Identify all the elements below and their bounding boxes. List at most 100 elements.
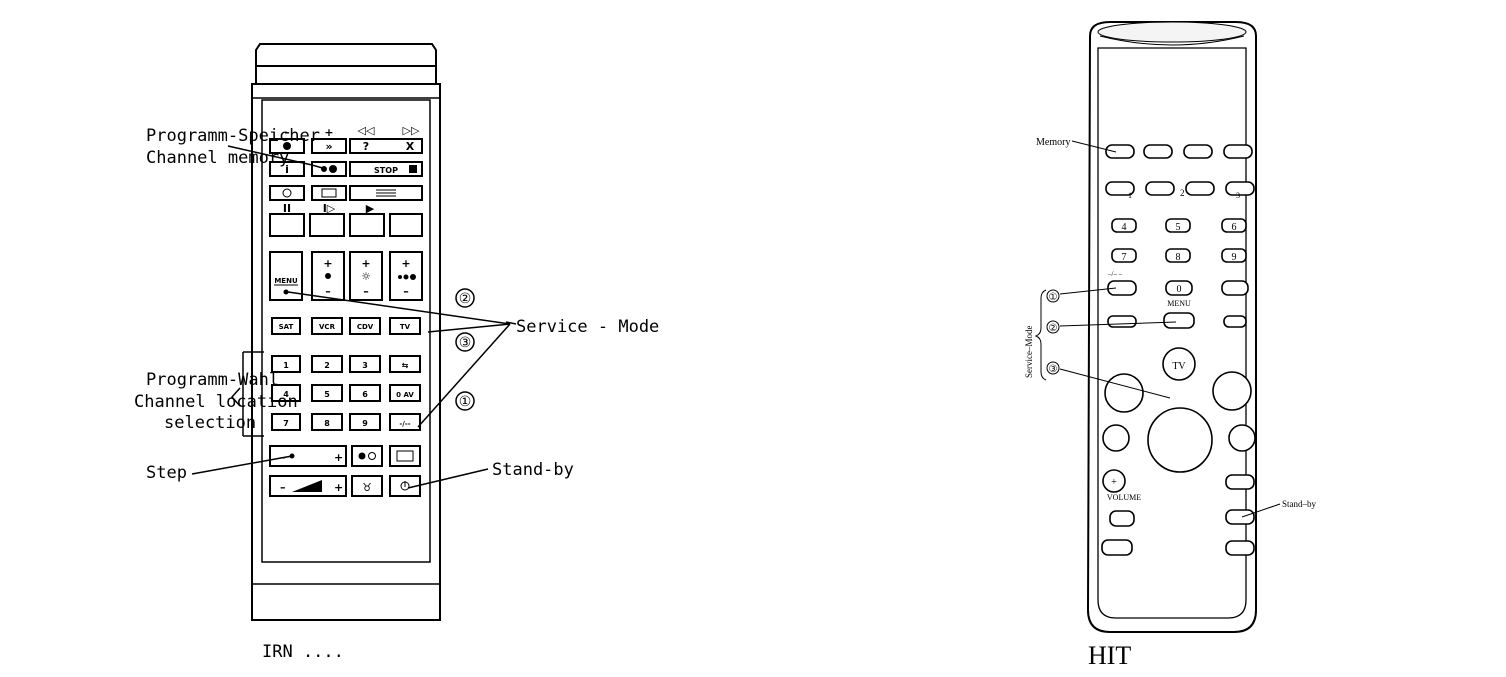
service-right-button[interactable] [1223, 315, 1247, 328]
contrast-rocker[interactable] [349, 251, 383, 301]
svg-text:2: 2 [324, 361, 330, 370]
service-left-button[interactable] [1107, 315, 1137, 328]
callout-1-left: ① [459, 394, 472, 410]
key-4-right[interactable] [1111, 218, 1137, 233]
center-large-button[interactable] [1147, 407, 1213, 473]
forward-symbol: ▷▷ [403, 124, 420, 137]
screen-button[interactable] [311, 185, 347, 201]
top-button-3[interactable] [1183, 144, 1213, 159]
stop-button[interactable] [349, 161, 423, 177]
key-6-right[interactable] [1221, 218, 1247, 233]
top-button-4[interactable] [1223, 144, 1253, 159]
svg-text:+: + [1111, 477, 1117, 488]
tv-label-right: TV [1172, 361, 1186, 372]
standby-button-right[interactable] [1225, 509, 1255, 525]
step-rocker[interactable] [269, 445, 347, 467]
key-8-right[interactable] [1165, 248, 1191, 263]
sat-button[interactable] [271, 317, 301, 335]
key-6[interactable] [349, 384, 381, 402]
channel-select-label-de: Programm-Wahl [146, 370, 279, 390]
key-5[interactable] [311, 384, 343, 402]
svg-text:X: X [406, 140, 415, 153]
key-3[interactable] [349, 355, 381, 373]
left-small-button[interactable] [1102, 424, 1130, 452]
help-exit-button[interactable] [349, 138, 423, 154]
tv-button-right[interactable] [1162, 347, 1196, 381]
timer-button[interactable] [269, 185, 305, 201]
cdv-label: CDV [357, 323, 374, 331]
service-mode-label-left: Service - Mode [516, 317, 659, 337]
bottom-right-button[interactable] [1225, 540, 1255, 556]
callout-2-left: ② [459, 291, 472, 307]
dash-button-right[interactable] [1107, 280, 1137, 296]
standby-leader-line [407, 468, 489, 489]
bottom-left-button[interactable] [1101, 539, 1133, 556]
svg-text:☼: ☼ [361, 270, 371, 283]
key-9[interactable] [349, 413, 381, 431]
top-button-2[interactable] [1143, 144, 1173, 159]
next-button[interactable] [311, 138, 347, 154]
svg-text:7: 7 [1122, 252, 1127, 263]
vcr-button[interactable] [311, 317, 343, 335]
key-2-right[interactable] [1145, 181, 1175, 196]
key-1-right[interactable] [1105, 181, 1135, 196]
sat-label: SAT [279, 323, 294, 331]
color-key-4[interactable] [389, 213, 423, 237]
right-small-button[interactable] [1228, 424, 1256, 452]
memory-label-de: Programm-Speicher [146, 126, 320, 146]
menu-button-right[interactable] [1163, 312, 1195, 329]
svg-text:-/--: -/-- [399, 420, 410, 428]
key-3-right-left[interactable] [1185, 181, 1215, 196]
color-key-2[interactable] [309, 213, 345, 237]
tv-label: TV [400, 323, 411, 331]
blank-button-right[interactable] [1221, 280, 1249, 296]
key-7[interactable] [271, 413, 301, 431]
cdv-button[interactable] [349, 317, 381, 335]
key-2[interactable] [311, 355, 343, 373]
left-large-button[interactable] [1104, 373, 1144, 413]
key-5-right[interactable] [1165, 218, 1191, 233]
key-0-right[interactable] [1165, 280, 1193, 296]
key-8[interactable] [311, 413, 343, 431]
volume-up-button[interactable] [1102, 469, 1126, 493]
bottom-right-top-button[interactable] [1225, 474, 1255, 490]
svg-text:▶: ▶ [366, 202, 375, 215]
svg-text:1: 1 [283, 361, 289, 370]
key-3-right[interactable] [1225, 181, 1255, 196]
mute-button[interactable] [351, 475, 383, 497]
svg-text:1: 1 [1128, 191, 1132, 200]
svg-text:3: 3 [1236, 191, 1240, 200]
stop-label: STOP [374, 166, 398, 175]
svg-text:4: 4 [1122, 222, 1127, 233]
key-dash[interactable] [389, 413, 421, 431]
right-large-button[interactable] [1212, 371, 1252, 411]
format-button[interactable] [389, 445, 421, 467]
svg-text:9: 9 [362, 419, 368, 428]
picture-button[interactable] [351, 445, 383, 467]
key-9-right[interactable] [1221, 248, 1247, 263]
callout-3-right: ③ [1049, 364, 1058, 375]
key-7-right[interactable] [1111, 248, 1137, 263]
info-button[interactable] [269, 161, 305, 177]
key-4[interactable] [271, 384, 301, 402]
tv-button[interactable] [389, 317, 421, 335]
swap-button[interactable] [389, 355, 421, 373]
left-remote: – + ◁◁ ▷▷ » ? X i STOP II I▷ ▶ [134, 43, 659, 662]
svg-text:5: 5 [324, 390, 330, 399]
color-key-3[interactable] [349, 213, 385, 237]
key-1[interactable] [271, 355, 301, 373]
volume-down-button[interactable] [1109, 510, 1135, 527]
svg-text:+: + [334, 451, 343, 464]
color-key-1[interactable] [269, 213, 305, 237]
channel-select-label-en-1: Channel location [134, 392, 298, 412]
key-0-av[interactable] [389, 384, 421, 402]
svg-text:8: 8 [324, 419, 330, 428]
svg-text:6: 6 [1232, 222, 1237, 233]
svg-text:+: + [361, 257, 370, 270]
svg-text:–: – [403, 285, 409, 298]
memory-button[interactable] [1105, 144, 1135, 159]
svg-text:?: ? [363, 140, 369, 153]
step-label: Step [146, 463, 187, 483]
svg-text:–: – [280, 481, 286, 494]
svg-text:I▷: I▷ [323, 202, 336, 215]
